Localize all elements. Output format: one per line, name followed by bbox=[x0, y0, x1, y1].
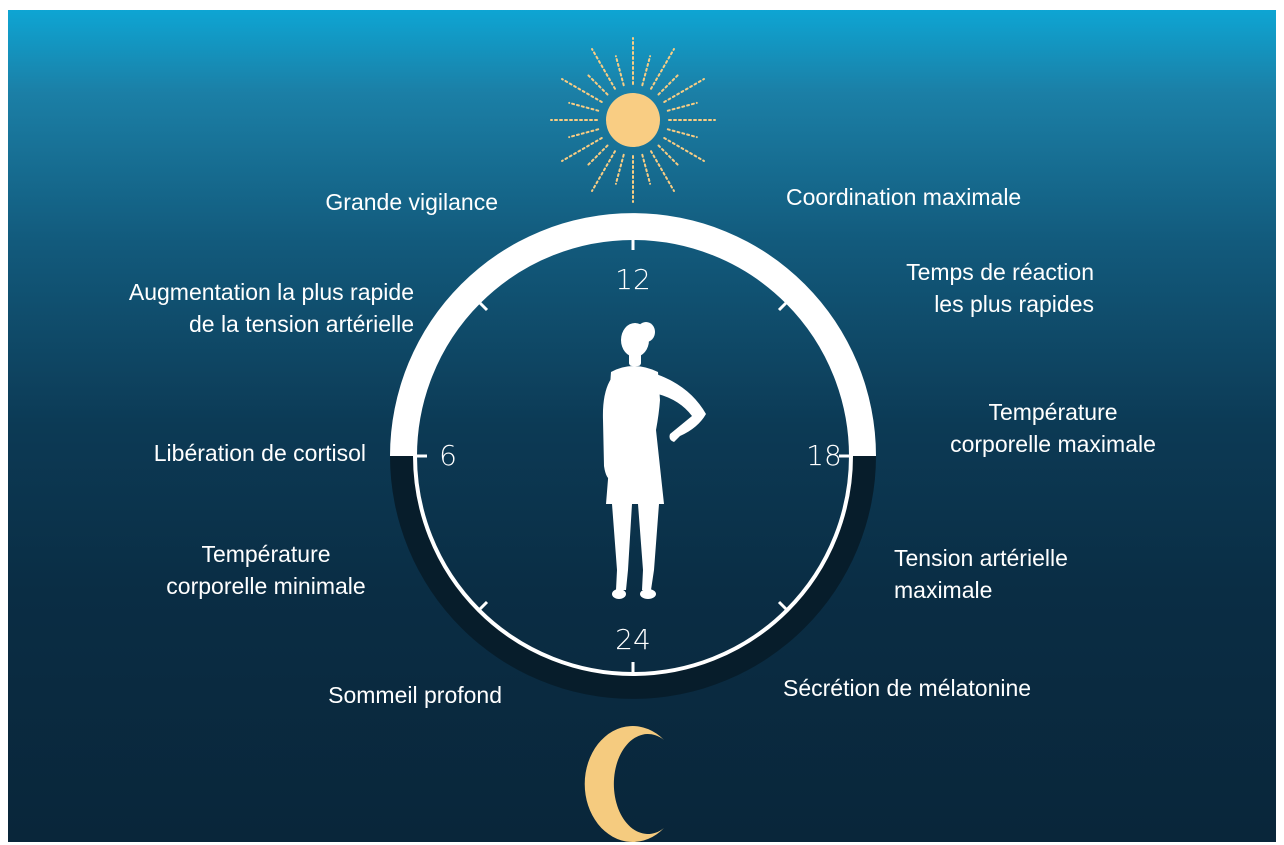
label-augmentation-tension: Augmentation la plus rapide de la tensio… bbox=[48, 276, 414, 340]
label-temperature-maximale-line-2: corporelle maximale bbox=[950, 431, 1156, 457]
sun-ray bbox=[650, 150, 675, 192]
clock-number-6: 6 bbox=[439, 439, 457, 472]
label-temperature-maximale-line-1: Température bbox=[988, 399, 1118, 425]
moon-icon bbox=[584, 726, 664, 842]
label-tension-maximale-line-1: Tension artérielle bbox=[894, 545, 1068, 571]
circadian-diagram: 12 6 18 24 Grande vigilance Coordination… bbox=[8, 10, 1276, 842]
sun-ray bbox=[641, 55, 652, 87]
sun-ray bbox=[585, 72, 609, 96]
label-temperature-minimale: Température corporelle minimale bbox=[126, 538, 406, 602]
sun-ray bbox=[657, 72, 681, 96]
clock-ring bbox=[390, 213, 876, 699]
tick-3 bbox=[477, 600, 489, 612]
sun-ray bbox=[614, 55, 625, 87]
clock-number-12: 12 bbox=[615, 263, 651, 296]
sun-ray bbox=[663, 137, 705, 162]
label-tension-maximale-line-2: maximale bbox=[894, 577, 993, 603]
label-temperature-minimale-line-2: corporelle minimale bbox=[166, 573, 366, 599]
clock-ticks bbox=[415, 238, 851, 674]
sun-ray bbox=[585, 144, 609, 168]
sun-ray bbox=[641, 153, 652, 185]
label-coordination-maximale: Coordination maximale bbox=[786, 184, 1022, 210]
label-temperature-minimale-line-1: Température bbox=[201, 541, 331, 567]
sun-ray bbox=[666, 128, 698, 139]
sun-ray bbox=[568, 101, 600, 112]
label-sommeil-profond: Sommeil profond bbox=[328, 682, 502, 708]
label-temps-reaction: Temps de réaction les plus rapides bbox=[808, 256, 1094, 320]
sun-ray bbox=[614, 153, 625, 185]
sun-ray bbox=[663, 78, 705, 103]
label-grande-vigilance: Grande vigilance bbox=[325, 189, 498, 215]
sun-ray bbox=[561, 78, 603, 103]
label-temperature-maximale: Température corporelle maximale bbox=[918, 396, 1188, 460]
sun-disc bbox=[606, 93, 660, 147]
tick-9 bbox=[477, 300, 489, 312]
label-augmentation-tension-line-2: de la tension artérielle bbox=[188, 311, 414, 337]
sun-ray bbox=[666, 101, 698, 112]
tick-15 bbox=[777, 300, 789, 312]
clock-number-18: 18 bbox=[806, 439, 842, 472]
label-secretion-melatonine: Sécrétion de mélatonine bbox=[783, 675, 1032, 701]
sun-ray bbox=[591, 150, 616, 192]
clock-diagram-svg bbox=[390, 37, 876, 842]
sun-rays bbox=[550, 37, 716, 203]
label-temps-reaction-line-2: les plus rapides bbox=[934, 291, 1094, 317]
sun-ray bbox=[591, 48, 616, 90]
label-temps-reaction-line-1: Temps de réaction bbox=[906, 259, 1094, 285]
sun-ray bbox=[568, 128, 600, 139]
tick-21 bbox=[777, 600, 789, 612]
woman-silhouette-icon bbox=[602, 322, 706, 599]
label-augmentation-tension-line-1: Augmentation la plus rapide bbox=[128, 279, 414, 305]
sun-ray bbox=[561, 137, 603, 162]
sun-icon bbox=[550, 37, 716, 203]
sun-ray bbox=[650, 48, 675, 90]
label-liberation-cortisol: Libération de cortisol bbox=[153, 440, 366, 466]
clock-number-24: 24 bbox=[615, 623, 651, 656]
sun-ray bbox=[657, 144, 681, 168]
label-tension-maximale: Tension artérielle maximale bbox=[894, 542, 1144, 606]
